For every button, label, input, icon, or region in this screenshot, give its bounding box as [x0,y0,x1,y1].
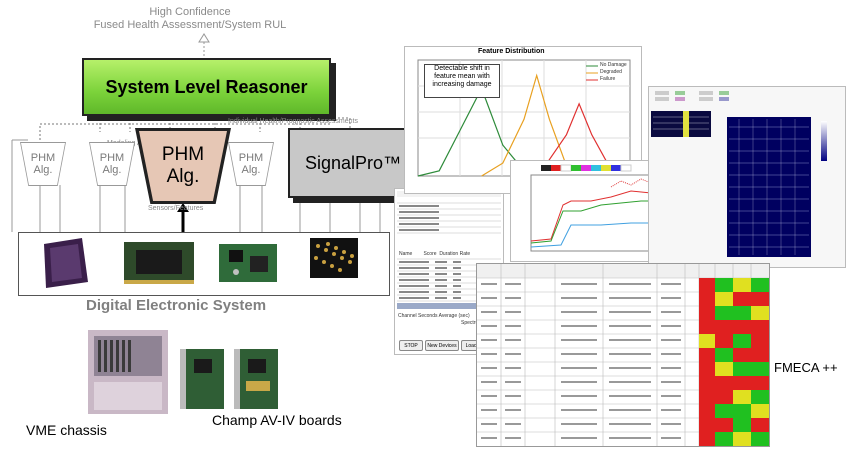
spectrogram-plot [651,91,827,257]
legend-degraded: Degraded [600,69,622,75]
vme-chassis-photo [88,330,168,414]
up-arrow-icon [198,33,210,43]
color-strip [541,164,632,172]
phm-label: PHM [30,152,56,164]
up-arrow-bold-icon [177,203,189,212]
signalpro-label: SignalPro™ [304,152,402,173]
new-devices-button[interactable]: New Devices [425,340,459,351]
fmeca-table [476,263,770,447]
annotation-line-3: increasing damage [432,81,492,88]
memory-module-photo [124,242,194,284]
phm-label: PHM [99,152,125,164]
fmeca-grid [477,264,769,446]
component-photos [44,238,358,288]
champ-boards-photo [180,349,278,409]
col-name: Name [399,251,413,257]
legend-failure: Failure [600,76,616,82]
digital-electronic-system-label: Digital Electronic System [86,297,267,314]
caption-line-1: High Confidence [149,6,231,18]
spectrum-label: Spectrum [461,320,483,326]
reasoner-label: System Level Reasoner [105,76,308,97]
alg-label: Alg. [102,164,122,176]
caption-line-2: Fused Health Assessment/System RUL [93,19,287,31]
system-level-reasoner: System Level Reasoner [82,58,331,116]
damage-shift-annotation: Detectable shift in feature mean with in… [424,64,500,98]
col-duration: Duration [439,251,459,257]
channel-label: Channel Seconds Average (sec) [398,313,470,319]
fmeca-label: FMECA ++ [774,360,838,375]
champ-boards-label: Champ AV-IV boards [212,412,342,428]
col-score: Score [423,251,437,257]
signalpro-box: SignalPro™ [288,128,418,198]
sensors-caption: Sensors/Features [148,205,204,212]
alg-main-label: Alg. [166,166,200,187]
vme-chassis-label: VME chassis [26,422,107,438]
risk-cells [699,278,769,446]
legend-no-damage: No Damage [600,62,627,68]
table-text-placeholders [481,283,681,439]
phm-main-label: PHM [161,144,205,165]
phm-label: PHM [238,152,264,164]
col-rate: Rate [459,251,471,257]
alg-label: Alg. [241,164,261,176]
data-list-header: Name Score Duration Rate [399,251,470,257]
annotation-line-1: Detectable shift in [434,65,490,72]
settings-rows [655,91,729,101]
fused-health-caption: High Confidence Fused Health Assessment/… [70,6,310,32]
assessments-caption: Individual Health/Prognostic Assessments [228,118,358,125]
chart-legend [586,65,598,81]
stop-button[interactable]: STOP [399,340,423,351]
connector-lines [11,33,406,232]
circuit-board-photo [219,244,277,282]
phm-algorithm-main: PHM Alg. [139,131,227,201]
alg-label: Alg. [33,164,53,176]
processor-chip-photo [44,238,88,288]
spectrogram-panel [648,86,846,268]
annotation-line-2: feature mean with [434,73,490,80]
solder-ball-photo [310,238,358,278]
feature-distribution-title: Feature Distribution [478,48,545,55]
